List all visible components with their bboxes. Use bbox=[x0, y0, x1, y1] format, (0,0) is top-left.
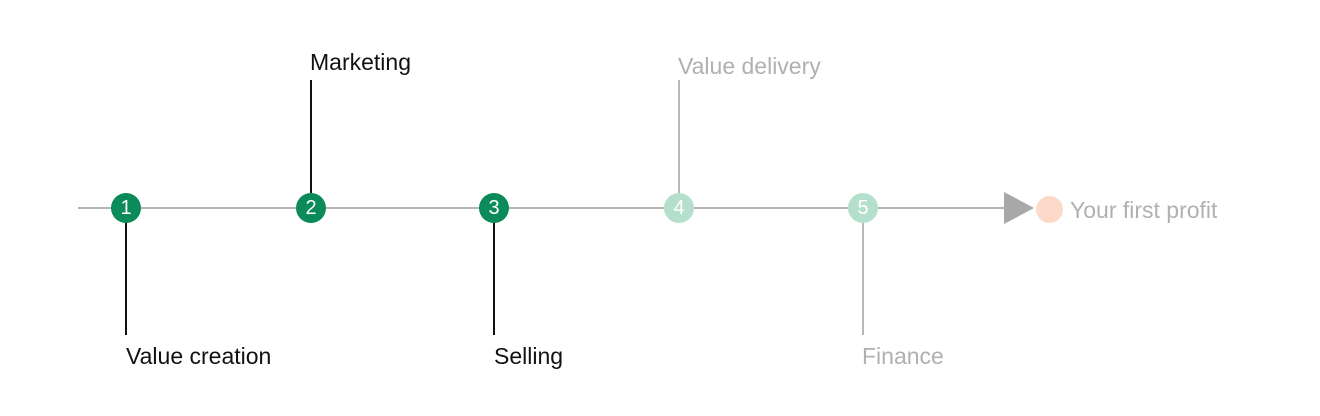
step-4-connector bbox=[678, 80, 680, 193]
arrow-right-icon bbox=[1004, 192, 1034, 224]
goal-dot bbox=[1036, 196, 1063, 223]
step-2-connector bbox=[310, 80, 312, 193]
step-5-node: 5 bbox=[848, 193, 878, 223]
step-1-node: 1 bbox=[111, 193, 141, 223]
step-3-connector bbox=[493, 223, 495, 335]
step-4-label: Value delivery bbox=[678, 53, 821, 79]
step-1-connector bbox=[125, 223, 127, 335]
step-5-connector bbox=[862, 223, 864, 335]
step-2-label: Marketing bbox=[310, 49, 411, 75]
step-2-node: 2 bbox=[296, 193, 326, 223]
timeline-axis bbox=[78, 207, 1006, 209]
step-3-label: Selling bbox=[494, 343, 564, 369]
step-3-node: 3 bbox=[479, 193, 509, 223]
step-4-node: 4 bbox=[664, 193, 694, 223]
goal-label: Your first profit bbox=[1070, 197, 1218, 223]
step-1-label: Value creation bbox=[126, 343, 272, 369]
step-5-label: Finance bbox=[862, 343, 944, 369]
